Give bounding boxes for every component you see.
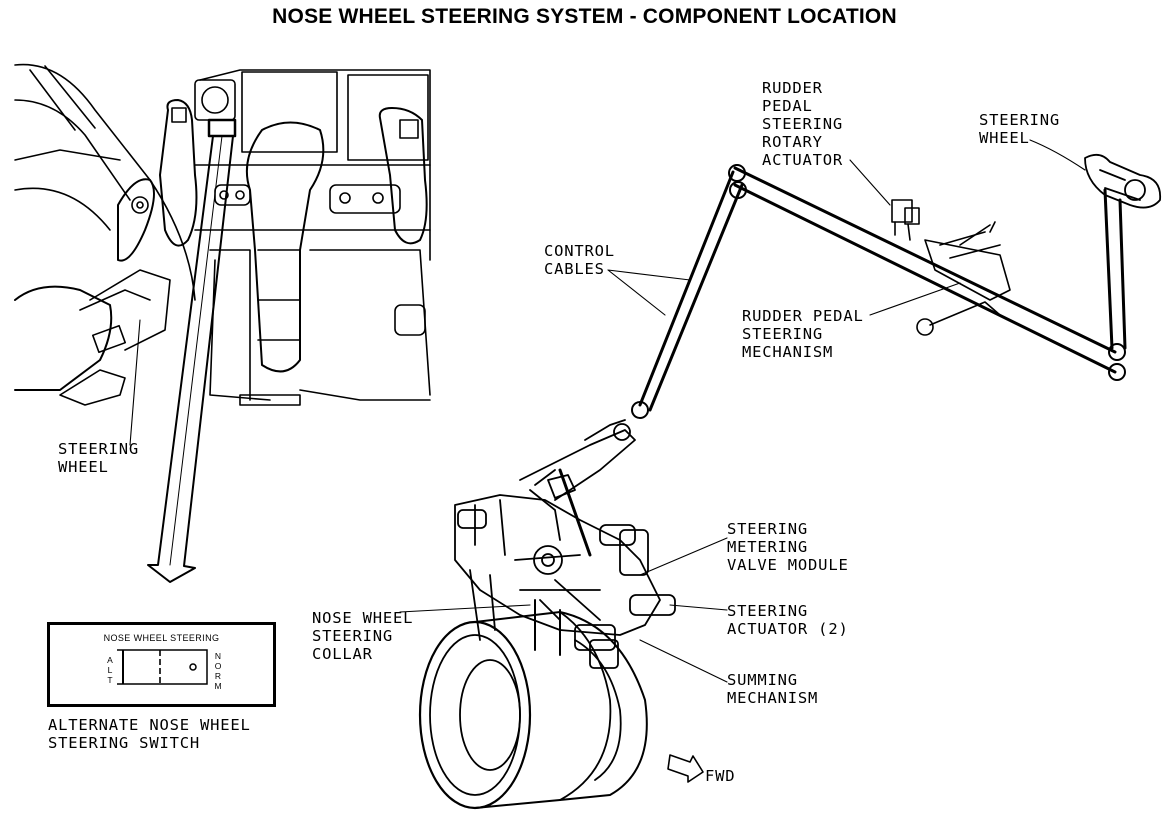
- label-rudder-pedal-mechanism: RUDDER PEDAL STEERING MECHANISM: [742, 307, 864, 361]
- fwd-arrow: [667, 754, 704, 783]
- label-control-cables: CONTROL CABLES: [544, 242, 615, 278]
- rotary-actuator: [891, 199, 1011, 336]
- leader-lines: [129, 139, 1086, 683]
- label-alternate-switch: ALTERNATE NOSE WHEEL STEERING SWITCH: [48, 716, 251, 752]
- switch-toggle[interactable]: [47, 622, 276, 707]
- label-rudder-pedal-rotary-actuator: RUDDER PEDAL STEERING ROTARY ACTUATOR: [762, 79, 844, 169]
- label-metering-valve-module: STEERING METERING VALVE MODULE: [727, 520, 849, 574]
- callout-arrow: [147, 135, 234, 583]
- captain-tiller: [1084, 153, 1162, 209]
- switch-panel-title: NOSE WHEEL STEERING: [103, 633, 220, 643]
- label-steering-wheel-right: STEERING WHEEL: [979, 111, 1061, 147]
- nose-gear-illustration: [418, 419, 676, 810]
- label-summing-mechanism: SUMMING MECHANISM: [727, 671, 819, 707]
- label-fwd: FWD: [705, 767, 736, 785]
- pulleys: [631, 164, 1126, 419]
- page-title: NOSE WHEEL STEERING SYSTEM - COMPONENT L…: [272, 5, 897, 28]
- label-steering-wheel-left: STEERING WHEEL: [58, 440, 140, 476]
- label-steering-actuator: STEERING ACTUATOR (2): [727, 602, 849, 638]
- label-nose-wheel-collar: NOSE WHEEL STEERING COLLAR: [312, 609, 414, 663]
- cable-system: [638, 166, 1127, 412]
- cockpit-illustration: [14, 63, 431, 406]
